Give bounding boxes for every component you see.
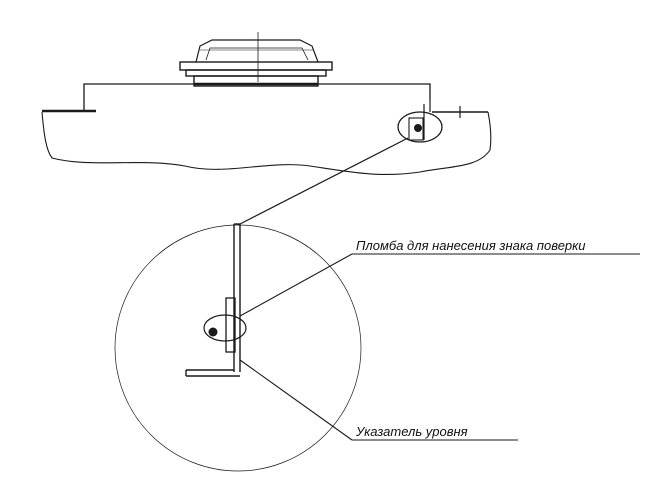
seal-callout-label: Пломба для нанесения знака поверки	[356, 238, 586, 253]
hatch-flange	[179, 61, 333, 87]
seal-highlight-ellipse	[203, 314, 247, 342]
tank-roof-outline	[83, 83, 431, 110]
seal-icon	[208, 327, 218, 337]
level-indicator-callout-label: Указатель уровня	[355, 424, 468, 439]
tank-top-section	[41, 32, 492, 176]
detail-leader-line	[237, 137, 409, 226]
detail-view	[114, 223, 640, 472]
roof-seal-highlight	[397, 111, 443, 143]
roof-seal-icon	[414, 124, 422, 132]
hatch-cover	[195, 32, 319, 82]
level-indicator	[185, 369, 240, 377]
detail-circle	[114, 224, 362, 472]
section-break-line	[41, 111, 492, 176]
seal-plate	[225, 297, 236, 353]
level-callout-leader	[239, 359, 353, 441]
seal-callout-leader	[239, 253, 353, 317]
